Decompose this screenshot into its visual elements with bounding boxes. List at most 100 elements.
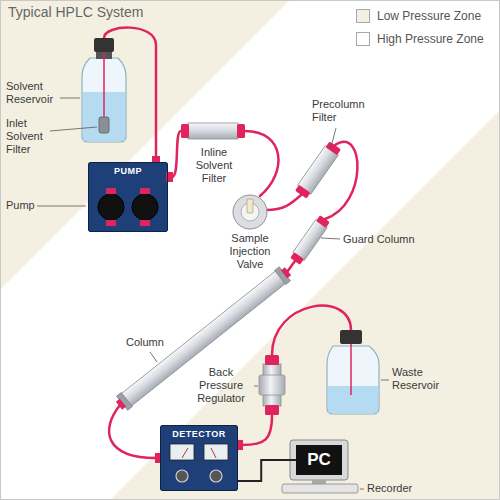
leader-lines — [37, 98, 389, 489]
guard-column — [290, 252, 304, 265]
inline-solvent-filter — [181, 123, 245, 139]
tubing — [172, 131, 181, 177]
solvent-reservoir-bottle — [103, 52, 105, 118]
pump-body — [140, 220, 150, 226]
part-label: Recorder — [367, 482, 427, 495]
precolumn-filter — [325, 141, 340, 155]
leader-lines — [331, 128, 336, 147]
connectors — [238, 460, 296, 481]
part-label: Solvent Reservoir — [6, 80, 68, 106]
back-pressure-regulator — [259, 375, 285, 395]
tubing — [109, 405, 156, 458]
inline-solvent-filter — [188, 123, 238, 139]
legend: Low Pressure ZoneHigh Pressure Zone — [356, 9, 484, 55]
guard-column — [289, 215, 330, 266]
detector-body — [211, 448, 216, 458]
node-label: PC — [307, 450, 331, 470]
part-label: Back Pressure Regulator — [190, 366, 252, 405]
legend-entry: Low Pressure Zone — [356, 9, 484, 23]
legend-text: High Pressure Zone — [377, 32, 484, 46]
leader-lines — [60, 98, 80, 99]
pc-recorder — [290, 440, 348, 480]
column — [275, 267, 291, 285]
tubing — [104, 28, 357, 458]
part-label: Precolumn Filter — [312, 98, 382, 124]
precolumn-filter — [294, 141, 342, 199]
sample-injection-valve — [233, 195, 267, 229]
precolumn-filter — [298, 146, 339, 194]
column — [120, 270, 286, 407]
leader-lines — [50, 127, 97, 131]
solvent-reservoir-bottle — [94, 38, 114, 52]
guard-column — [293, 220, 327, 261]
detector-body — [160, 425, 238, 491]
part-label: Inlet Solvent Filter — [6, 117, 54, 156]
pc-recorder — [312, 480, 326, 484]
back-pressure-regulator — [265, 355, 279, 365]
guard-column — [316, 215, 330, 228]
solvent-reservoir-bottle — [82, 38, 126, 142]
part-label: Column — [126, 336, 176, 349]
pc-recorder — [282, 484, 358, 493]
low-pressure-zone — [110, 110, 500, 500]
tubing — [266, 195, 301, 210]
leader-lines — [360, 489, 364, 490]
legend-text: Low Pressure Zone — [377, 9, 481, 23]
inline-solvent-filter — [181, 124, 189, 138]
part-label: Pump — [6, 199, 46, 212]
pump-body — [132, 194, 158, 220]
pump-body — [98, 194, 124, 220]
part-label: Guard Column — [343, 233, 443, 246]
tubing — [287, 261, 295, 272]
detector-body — [170, 444, 194, 460]
pc-recorder — [282, 440, 358, 493]
pump-body — [88, 156, 173, 232]
waste-reservoir-bottle — [327, 330, 379, 414]
detector-body — [204, 444, 228, 460]
inline-solvent-filter — [237, 124, 245, 138]
sample-injection-valve — [247, 199, 253, 213]
part-label: Inline Solvent Filter — [186, 146, 242, 185]
signal-cable — [238, 460, 296, 481]
leader-lines — [150, 352, 157, 362]
detector-body — [182, 448, 188, 458]
detector-body — [210, 470, 222, 482]
column — [117, 392, 133, 410]
pump-body — [106, 220, 116, 226]
detector-body — [155, 425, 243, 491]
legend-swatch — [356, 9, 370, 23]
waste-reservoir-bottle — [340, 330, 362, 344]
diagram-title: Typical HPLC System — [8, 4, 143, 21]
inlet-filter — [99, 117, 109, 133]
tubing — [245, 131, 278, 196]
precolumn-filter — [295, 185, 310, 199]
part-label: Sample Injection Valve — [220, 232, 280, 271]
leader-lines — [381, 380, 389, 381]
column — [116, 399, 126, 410]
leader-lines — [37, 206, 86, 207]
detector-unit: DETECTOR — [160, 425, 238, 491]
pc-recorder — [296, 445, 342, 475]
detector-body — [176, 470, 188, 482]
pump-body — [140, 188, 150, 194]
pc-screen: PC — [296, 445, 342, 475]
legend-entry: High Pressure Zone — [356, 32, 484, 46]
sample-injection-valve — [233, 195, 267, 229]
waste-reservoir-bottle — [350, 344, 352, 395]
low-pressure-zone — [0, 0, 290, 290]
column — [281, 267, 291, 278]
pump-body — [106, 188, 116, 194]
part-label: Waste Reservoir — [392, 366, 456, 392]
pump-body — [88, 162, 168, 232]
leader-lines — [254, 386, 258, 387]
legend-swatch — [356, 32, 370, 46]
back-pressure-regulator — [265, 405, 279, 415]
node-label: DETECTOR — [172, 429, 225, 440]
waste-reservoir-bottle — [327, 346, 379, 414]
pump-unit: PUMP — [88, 162, 168, 232]
waste-reservoir-bottle — [328, 386, 378, 413]
node-label: PUMP — [114, 166, 142, 177]
